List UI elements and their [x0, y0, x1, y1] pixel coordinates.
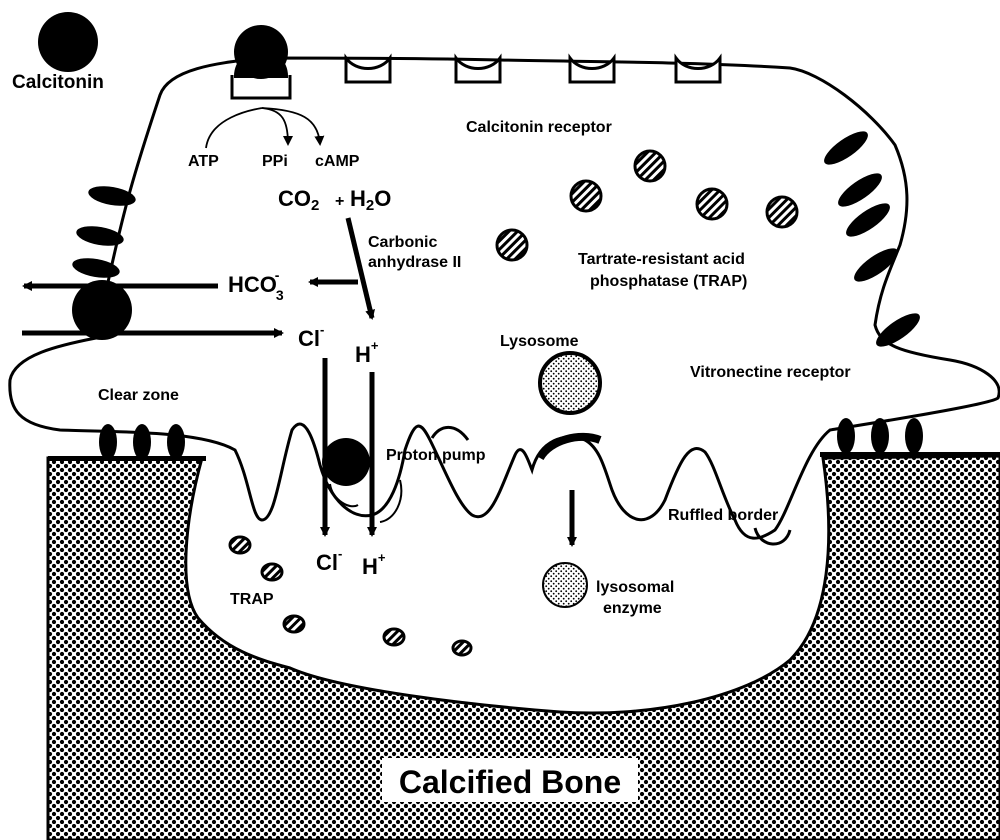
vitronectine-receptor-label: Vitronectine receptor: [690, 364, 851, 381]
ruffled-border-label: Ruffled border: [668, 507, 778, 524]
calcitonin-receptor-label: Calcitonin receptor: [466, 119, 612, 136]
calcitonin-label: Calcitonin: [12, 72, 104, 93]
proton-pump-label: Proton pump: [386, 447, 486, 464]
bound-calcitonin-circle: [234, 25, 288, 79]
lysosomal-enzyme: [543, 563, 587, 607]
trap-lacuna-label: TRAP: [230, 591, 274, 608]
lysosome-label: Lysosome: [500, 333, 579, 350]
proton-pump: [322, 438, 370, 486]
calcitonin-molecule: [38, 12, 98, 72]
lysosomal-enzyme-line2: enzyme: [603, 600, 662, 617]
calcified-bone-label: Calcified Bone: [399, 764, 621, 800]
cl-label-lacuna: Cl-: [316, 546, 342, 575]
trap-line1: Tartrate-resistant acid: [578, 251, 745, 268]
carbonic-anhydrase-line1: Carbonic: [368, 234, 437, 251]
camp-label: cAMP: [315, 153, 360, 170]
carbonic-anhydrase-line2: anhydrase II: [368, 254, 461, 271]
lysosomal-enzyme-line1: lysosomal: [596, 579, 674, 596]
ppi-label: PPi: [262, 153, 288, 170]
trap-line2: phosphatase (TRAP): [590, 273, 747, 290]
clear-zone-integrins-left: [99, 424, 185, 460]
anion-exchanger: [72, 280, 132, 340]
clear-zone-integrins-right: [837, 418, 923, 454]
plus-sign: +: [335, 193, 344, 210]
clear-zone-label: Clear zone: [98, 387, 179, 404]
atp-label: ATP: [188, 153, 219, 170]
h-label-lacuna: H+: [362, 550, 386, 579]
bone-surface-left: [48, 456, 206, 461]
lysosome: [540, 353, 600, 413]
